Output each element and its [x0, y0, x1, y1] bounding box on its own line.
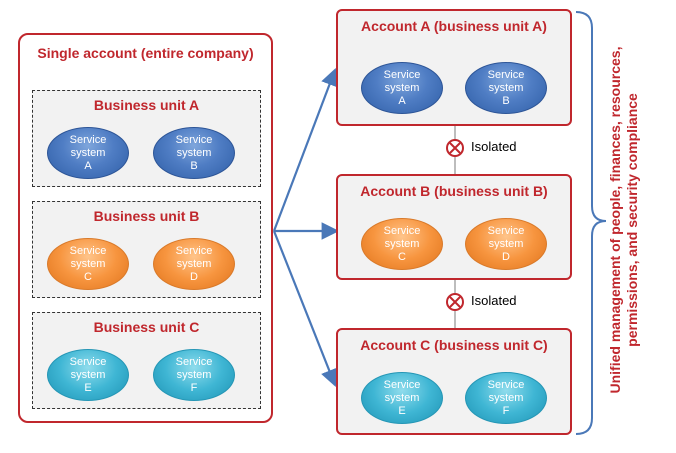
system-label: system: [176, 146, 212, 159]
unified-management-label: Unified management of people, finances, …: [607, 20, 651, 420]
system-id: F: [190, 381, 198, 394]
service-system-c: Service system C: [47, 238, 129, 290]
service-system-a: Service system A: [47, 127, 129, 179]
account-a-box: Account A (business unit A) Service syst…: [336, 9, 572, 126]
service-label: Service: [175, 133, 213, 146]
arrow-to-account-a: [272, 67, 338, 232]
system-label: system: [70, 368, 106, 381]
system-label: system: [488, 81, 524, 94]
system-label: system: [384, 391, 420, 404]
system-id: D: [502, 250, 510, 263]
system-id: B: [502, 94, 510, 107]
arrow-to-account-c: [272, 230, 338, 388]
service-system-f: Service system F: [465, 372, 547, 424]
system-label: system: [70, 146, 106, 159]
service-system-e: Service system E: [47, 349, 129, 401]
system-id: A: [398, 94, 406, 107]
fan-out-arrows: [272, 67, 340, 388]
service-system-b: Service system B: [465, 62, 547, 114]
system-id: D: [190, 270, 198, 283]
business-unit-a: Business unit A Service system A Service…: [32, 90, 261, 187]
isolated-icon: [446, 293, 464, 311]
system-label: system: [176, 257, 212, 270]
system-id: A: [84, 159, 92, 172]
grouping-brace: [575, 11, 607, 435]
service-system-a: Service system A: [361, 62, 443, 114]
business-unit-b: Business unit B Service system C Service…: [32, 201, 261, 298]
system-id: B: [190, 159, 198, 172]
service-label: Service: [175, 355, 213, 368]
service-label: Service: [69, 244, 107, 257]
system-label: system: [488, 237, 524, 250]
service-label: Service: [383, 378, 421, 391]
account-c-box: Account C (business unit C) Service syst…: [336, 328, 572, 435]
service-system-b: Service system B: [153, 127, 235, 179]
service-system-d: Service system D: [153, 238, 235, 290]
account-a-title: Account A (business unit A): [361, 18, 547, 34]
system-label: system: [70, 257, 106, 270]
account-b-title: Account B (business unit B): [360, 183, 548, 199]
system-id: E: [398, 404, 406, 417]
system-id: E: [84, 381, 92, 394]
system-label: system: [384, 81, 420, 94]
service-system-f: Service system F: [153, 349, 235, 401]
service-label: Service: [175, 244, 213, 257]
system-label: system: [384, 237, 420, 250]
business-unit-c: Business unit C Service system E Service…: [32, 312, 261, 409]
service-label: Service: [69, 133, 107, 146]
service-label: Service: [383, 224, 421, 237]
account-c-title: Account C (business unit C): [360, 337, 548, 353]
isolated-icon: [446, 139, 464, 157]
service-system-c: Service system C: [361, 218, 443, 270]
isolated-label-ab: Isolated: [471, 139, 517, 154]
system-id: C: [398, 250, 406, 263]
service-label: Service: [383, 68, 421, 81]
system-id: C: [84, 270, 92, 283]
service-label: Service: [69, 355, 107, 368]
isolated-label-bc: Isolated: [471, 293, 517, 308]
side-label-line1: Unified management of people, finances, …: [607, 46, 623, 394]
system-label: system: [176, 368, 212, 381]
business-unit-a-title: Business unit A: [93, 97, 200, 113]
account-b-box: Account B (business unit B) Service syst…: [336, 174, 572, 280]
single-account-title: Single account (entire company): [37, 45, 254, 61]
service-label: Service: [487, 68, 525, 81]
service-system-d: Service system D: [465, 218, 547, 270]
service-label: Service: [487, 378, 525, 391]
business-unit-c-title: Business unit C: [93, 319, 200, 335]
system-label: system: [488, 391, 524, 404]
system-id: F: [502, 404, 510, 417]
service-label: Service: [487, 224, 525, 237]
business-unit-b-title: Business unit B: [93, 208, 200, 224]
service-system-e: Service system E: [361, 372, 443, 424]
side-label-line2: permissions, and security compliance: [624, 93, 640, 347]
